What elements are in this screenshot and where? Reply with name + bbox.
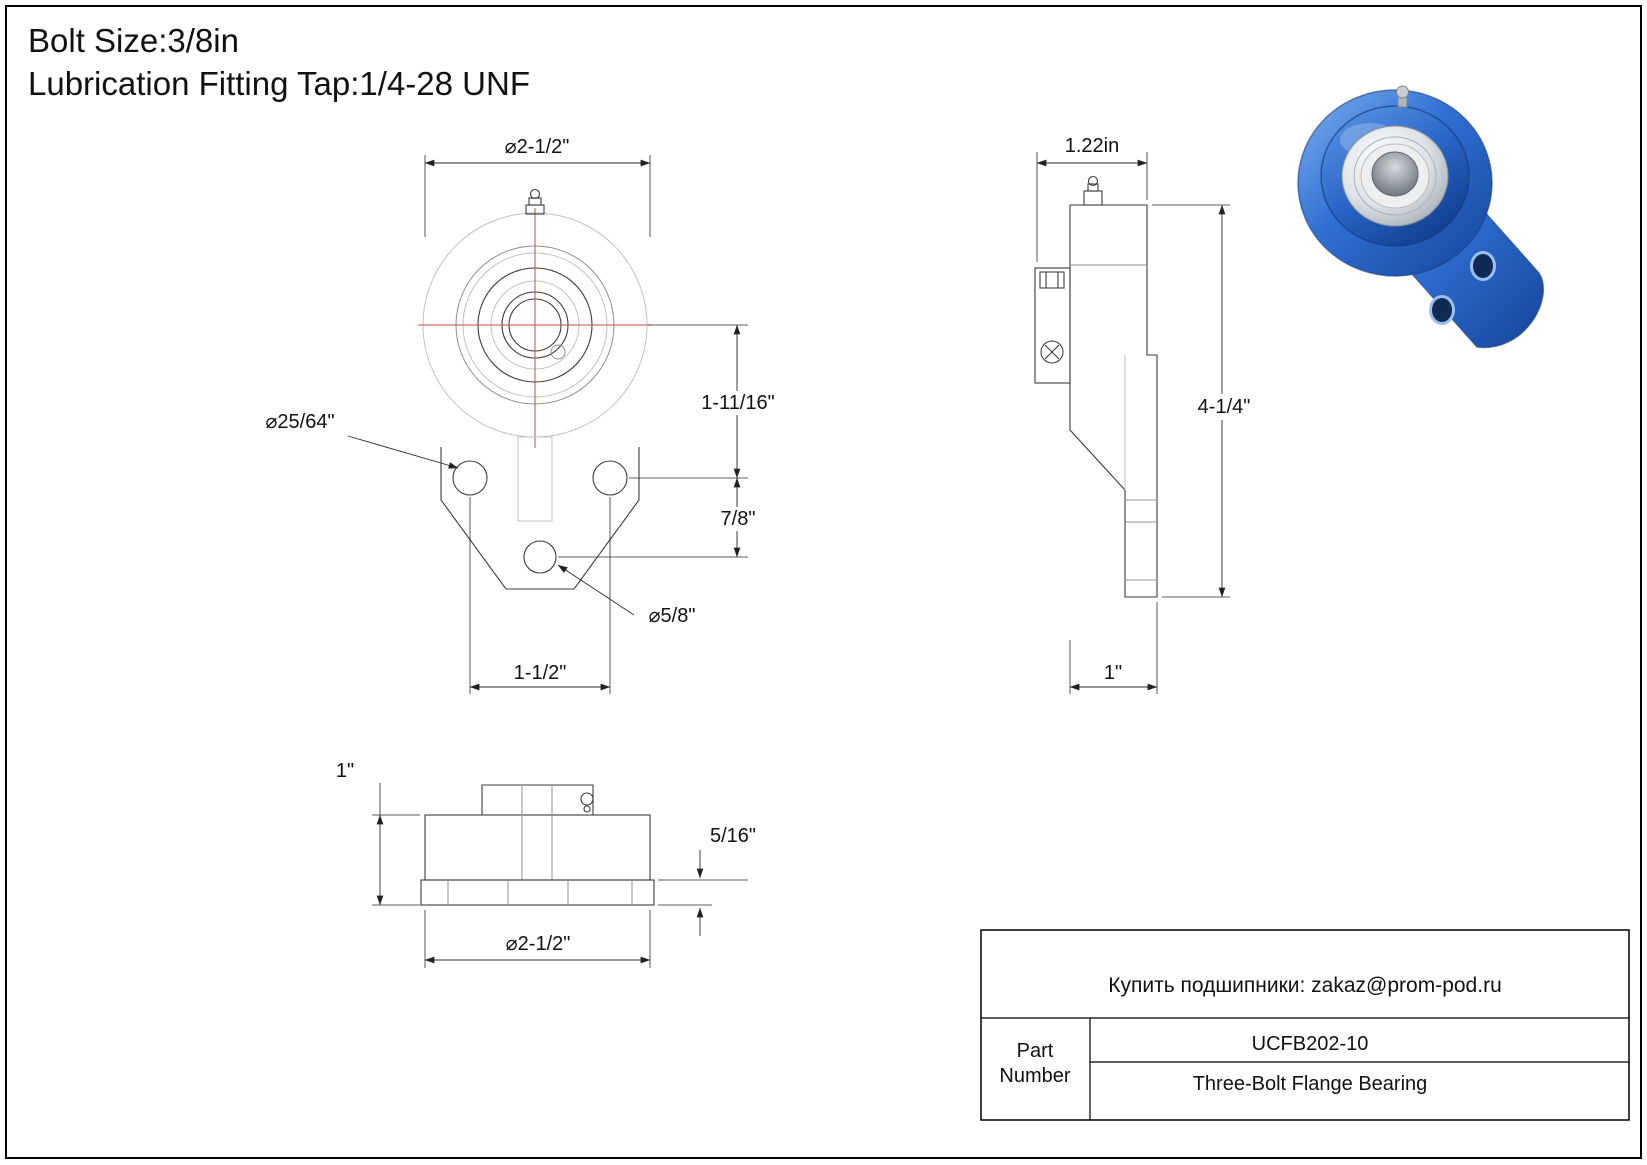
left-bolt-hole bbox=[452, 460, 488, 496]
set-screw-icon bbox=[1040, 340, 1064, 364]
dim-side-top-width: 1.22in bbox=[1036, 135, 1148, 262]
dim-label-bolt-to-bottom: 7/8" bbox=[721, 508, 756, 530]
render-grease-fitting-icon bbox=[1396, 85, 1409, 108]
set-screw-detail bbox=[550, 344, 566, 360]
contact-email-text: Купить подшипники: zakaz@prom-pod.ru bbox=[1108, 974, 1502, 997]
grease-fitting-icon bbox=[525, 188, 545, 215]
dim-label-bottom-height: 1" bbox=[336, 760, 354, 782]
center-slot bbox=[517, 436, 553, 522]
dim-label-side-base: 1" bbox=[1104, 662, 1122, 684]
dim-label-center-to-bolt: 1-11/16" bbox=[701, 392, 774, 414]
side-body-outline bbox=[1069, 204, 1158, 598]
dim-side-height: 4-1/4" bbox=[1152, 204, 1258, 598]
dim-label-bottom-hole-diameter: ⌀5/8" bbox=[649, 605, 696, 627]
dim-bottom-hole-diameter: ⌀5/8" bbox=[557, 564, 696, 627]
bearing-3d-render bbox=[1297, 85, 1545, 349]
bottom-bolt-hole bbox=[523, 540, 557, 574]
front-view: ⌀2-1/2" ⌀25/64" 1-11/16" 7/8" ⌀5/8" 1-1/… bbox=[265, 136, 782, 694]
dim-bolt-hole-diameter: ⌀25/64" bbox=[265, 411, 459, 469]
bolt-size-text: Bolt Size:3/8in bbox=[28, 22, 239, 59]
side-view: 1.22in 4-1/4" 1" bbox=[1034, 135, 1258, 694]
dim-label-side-height: 4-1/4" bbox=[1198, 396, 1251, 418]
dim-label-bolt-spacing: 1-1/2" bbox=[514, 662, 567, 684]
part-label-line2: Number bbox=[999, 1065, 1070, 1087]
title-block: Купить подшипники: zakaz@prom-pod.ru Par… bbox=[980, 929, 1630, 1121]
dim-label-flange-thickness: 5/16" bbox=[710, 825, 756, 847]
bolt-head-icon bbox=[1039, 271, 1065, 289]
bracket-outline bbox=[440, 447, 640, 590]
set-screw-boss bbox=[1034, 267, 1071, 384]
dim-bottom-height: 1" bbox=[336, 760, 420, 906]
dim-bottom-od: ⌀2-1/2" bbox=[424, 910, 651, 968]
dim-label-side-top-width: 1.22in bbox=[1065, 135, 1120, 157]
dim-flange-diameter: ⌀2-1/2" bbox=[424, 136, 651, 237]
bottom-view: 1" 5/16" ⌀2-1/2" bbox=[336, 760, 756, 968]
part-number-value: UCFB202-10 bbox=[1252, 1033, 1369, 1055]
dim-bolt-spacing: 1-1/2" bbox=[469, 497, 611, 694]
part-description: Three-Bolt Flange Bearing bbox=[1193, 1073, 1428, 1095]
dim-label-flange-diameter: ⌀2-1/2" bbox=[505, 136, 570, 158]
bore-3d bbox=[1371, 151, 1419, 197]
title-block-border bbox=[980, 929, 1630, 1121]
render-bolt-hole-2 bbox=[1429, 295, 1455, 325]
dim-label-bottom-od: ⌀2-1/2" bbox=[506, 933, 571, 955]
dim-side-base: 1" bbox=[1069, 602, 1158, 694]
dim-flange-thickness: 5/16" bbox=[658, 825, 756, 936]
bottom-grease-fitting-icon bbox=[580, 792, 594, 813]
bottom-flange bbox=[420, 879, 655, 906]
dim-center-to-bolt: 1-11/16" 7/8" bbox=[558, 324, 782, 558]
right-bolt-hole bbox=[592, 460, 628, 496]
lubrication-tap-text: Lubrication Fitting Tap:1/4-28 UNF bbox=[28, 65, 530, 102]
part-label-line1: Part bbox=[1017, 1040, 1054, 1062]
dim-label-bolt-hole-diameter: ⌀25/64" bbox=[265, 411, 334, 433]
render-bolt-hole-1 bbox=[1470, 251, 1496, 281]
